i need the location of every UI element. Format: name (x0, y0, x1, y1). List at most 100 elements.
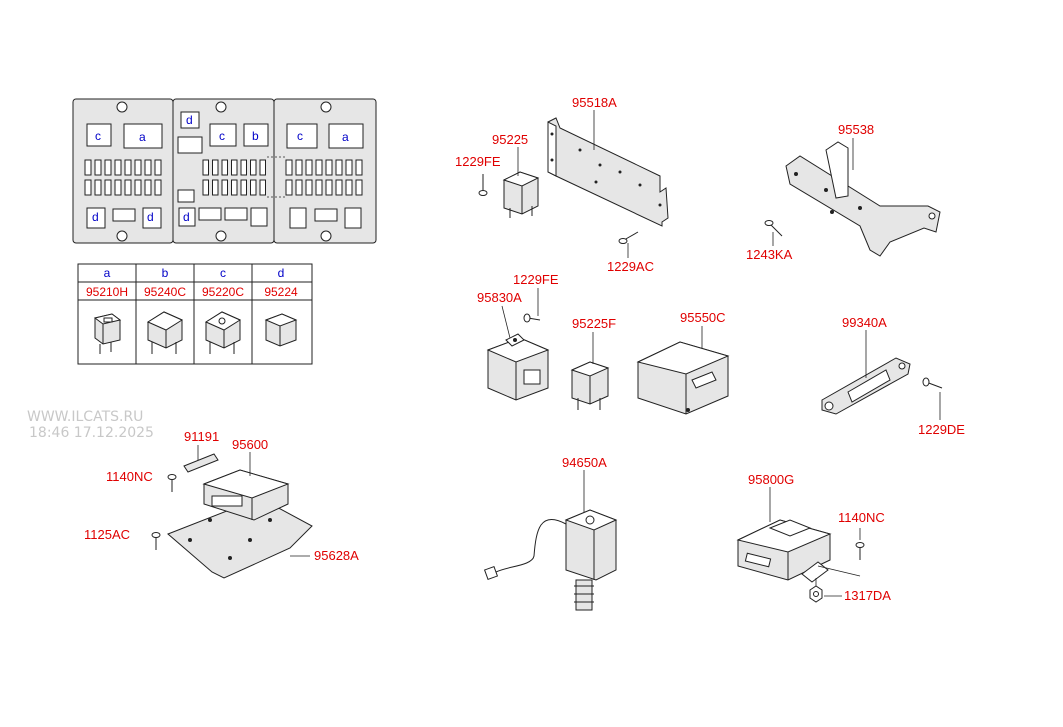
callout-95830a[interactable]: 95830A (477, 290, 522, 305)
callout-1125ac[interactable]: 1125AC (84, 527, 130, 542)
screw-1140nc-a (167, 474, 177, 492)
fuse-slot (250, 159, 257, 176)
screw-1229de (922, 377, 943, 389)
legend-part-c[interactable]: 95220C (202, 285, 244, 299)
slot-label-a: a (342, 130, 349, 144)
fuse-slot (240, 159, 247, 176)
fuse-slot (295, 159, 303, 176)
fuse-slot (345, 179, 353, 196)
module-95800g (736, 519, 832, 583)
module-95550c (636, 341, 730, 415)
bracket-95538 (785, 141, 941, 257)
sensor-94650a (483, 509, 618, 611)
fuse-slot (305, 159, 313, 176)
fuse-box-assembly: c a d d d c b d c a (72, 98, 377, 244)
fuse-slot (202, 179, 209, 196)
fuse-slot (325, 159, 333, 176)
callout-95600[interactable]: 95600 (232, 437, 268, 452)
bracket-95518a (547, 117, 669, 227)
relay-b-drawing (146, 311, 184, 354)
nut-1317da (809, 585, 823, 603)
fuse-slot (259, 159, 266, 176)
cover-91191 (183, 453, 219, 473)
callout-1229de[interactable]: 1229DE (918, 422, 965, 437)
fuse-slot (231, 159, 238, 176)
relay-95225f (570, 361, 610, 410)
screw-1229fe-a (478, 174, 488, 196)
callout-1140nc-a[interactable]: 1140NC (106, 469, 153, 484)
legend-part-a[interactable]: 95210H (86, 285, 128, 299)
sensor-99340a (821, 357, 911, 415)
callout-95518a[interactable]: 95518A (572, 95, 617, 110)
callout-1317da[interactable]: 1317DA (844, 588, 891, 603)
callout-1229ac[interactable]: 1229AC (607, 259, 654, 274)
fuse-slot (285, 159, 293, 176)
callout-94650a[interactable]: 94650A (562, 455, 607, 470)
slot-label-a: a (139, 130, 146, 144)
relay-95225 (502, 171, 540, 218)
ecu-95600 (202, 469, 290, 521)
module-95830a (486, 333, 550, 401)
fuse-slot (345, 159, 353, 176)
fuse-slot (335, 159, 343, 176)
callout-95225[interactable]: 95225 (492, 132, 528, 147)
legend-part-d[interactable]: 95224 (264, 285, 298, 299)
fuse-slot (305, 179, 313, 196)
fuse-slot (212, 179, 219, 196)
fuse-slot (285, 179, 293, 196)
fuse-slot (134, 159, 142, 176)
watermark-site: WWW.ILCATS.RU (27, 409, 143, 425)
callout-1140nc-b[interactable]: 1140NC (838, 510, 885, 525)
fuse-slot (154, 159, 162, 176)
relay-d-drawing (264, 313, 298, 347)
callout-95628a[interactable]: 95628A (314, 548, 359, 563)
legend-key-b: b (162, 266, 169, 280)
fuse-slot (84, 159, 92, 176)
fuse-slot (231, 179, 238, 196)
fuse-slot (94, 159, 102, 176)
fuse-slot (84, 179, 92, 196)
screw-1140nc-b (855, 542, 865, 560)
fuse-slot (202, 159, 209, 176)
slot-label-d: d (183, 210, 190, 224)
callout-95800g[interactable]: 95800G (748, 472, 794, 487)
fuse-slot (221, 179, 228, 196)
fuse-slot (240, 179, 247, 196)
fuse-slot (355, 179, 363, 196)
fuse-slot (259, 179, 266, 196)
legend-key-d: d (278, 266, 285, 280)
fuse-slot (295, 179, 303, 196)
relay-a-drawing (93, 313, 122, 354)
slot-label-d: d (186, 113, 193, 127)
relay-c-drawing (204, 311, 242, 354)
screw-1243ka (764, 220, 783, 237)
legend-part-b[interactable]: 95240C (144, 285, 186, 299)
fuse-slot (335, 179, 343, 196)
slot-label-c: c (297, 129, 303, 143)
callout-1243ka[interactable]: 1243KA (746, 247, 793, 262)
fuse-slot (144, 179, 152, 196)
callout-95538[interactable]: 95538 (838, 122, 874, 137)
legend-key-c: c (220, 266, 226, 280)
fuse-slot (114, 159, 122, 176)
slot-label-b: b (252, 129, 259, 143)
fuse-slot (144, 159, 152, 176)
callout-95550c[interactable]: 95550C (680, 310, 726, 325)
screw-1229fe-b (523, 313, 541, 323)
callout-99340a[interactable]: 99340A (842, 315, 887, 330)
slot-label-c: c (95, 129, 101, 143)
fuse-slot (325, 179, 333, 196)
slot-label-c: c (219, 129, 225, 143)
callout-1229fe-b[interactable]: 1229FE (513, 272, 559, 287)
fuse-slot (104, 179, 112, 196)
fuse-slot (124, 159, 132, 176)
callout-1229fe-a[interactable]: 1229FE (455, 154, 501, 169)
fuse-slot (114, 179, 122, 196)
fuse-slot (212, 159, 219, 176)
callout-91191[interactable]: 91191 (184, 429, 219, 444)
callout-95225f[interactable]: 95225F (572, 316, 616, 331)
screw-1125ac (151, 532, 161, 550)
watermark-timestamp: 18:46 17.12.2025 (29, 425, 154, 441)
slot-label-d: d (147, 210, 154, 224)
